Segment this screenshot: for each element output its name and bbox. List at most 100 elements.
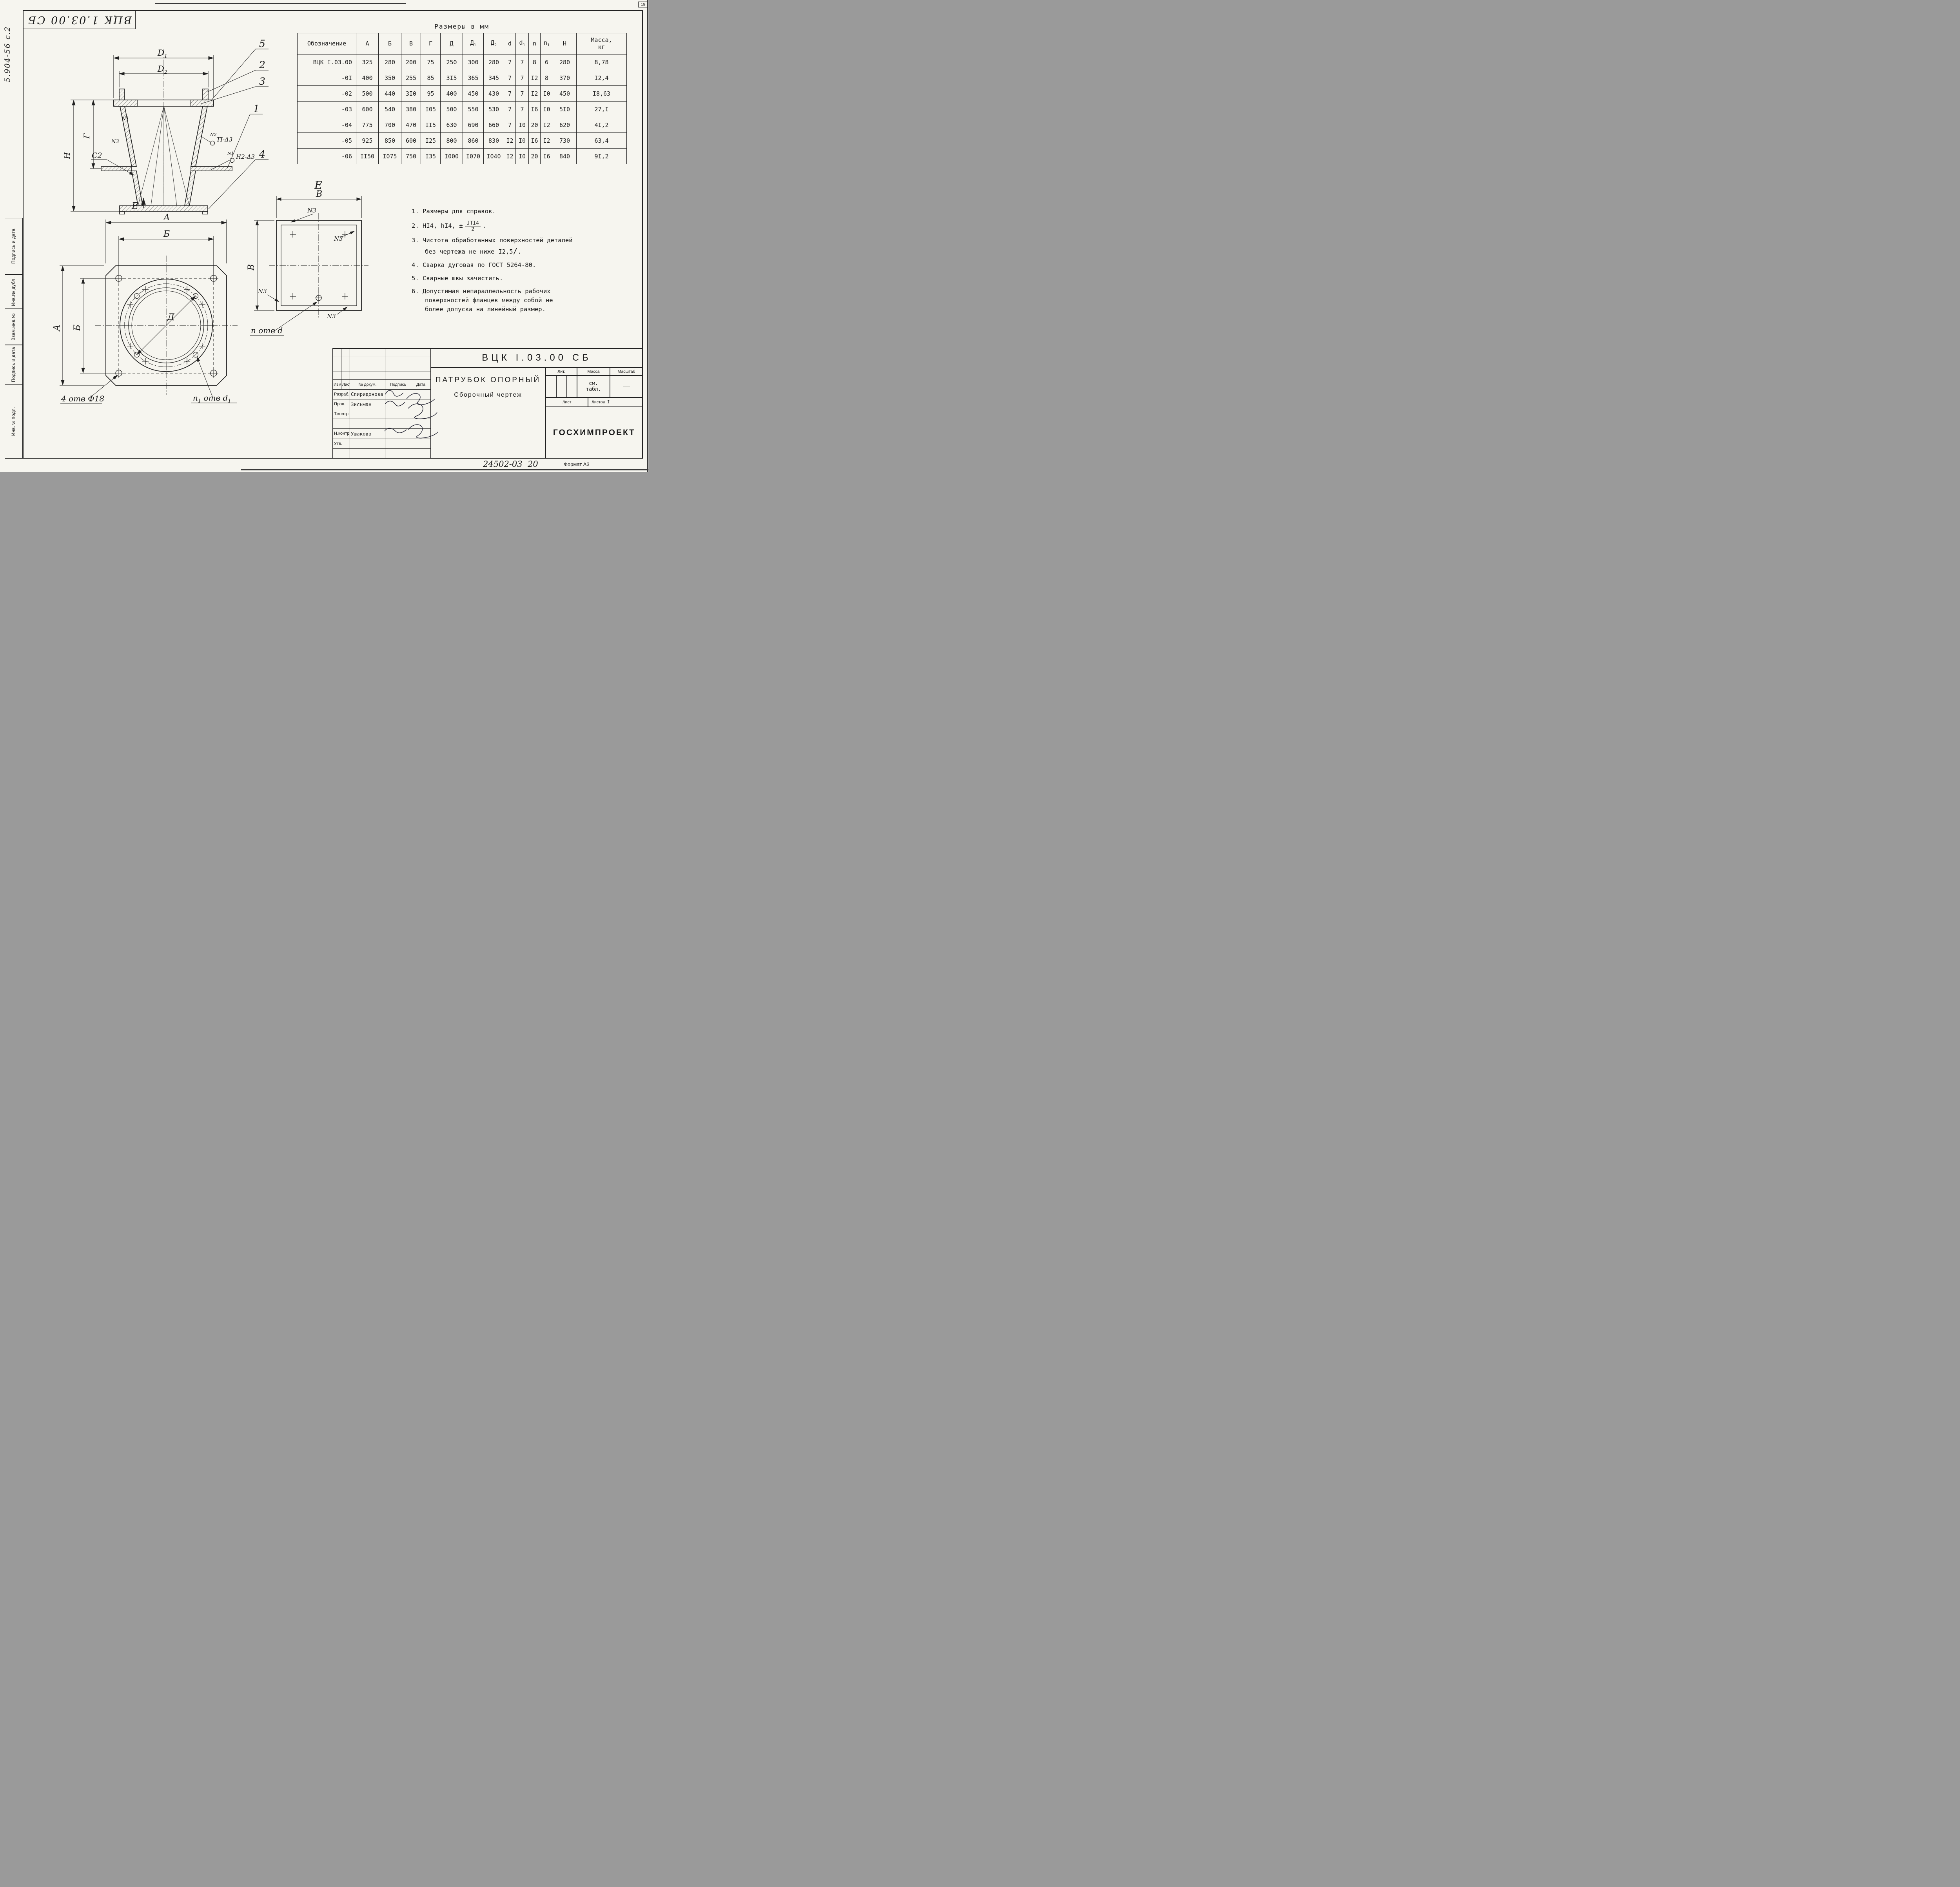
dims-col-header: d [504, 33, 516, 54]
value-cell: II5 [421, 117, 441, 133]
document-type: Сборочный чертеж [454, 392, 522, 398]
value-cell: I0 [515, 132, 529, 149]
value-cell: 620 [553, 117, 577, 133]
dim-h [71, 100, 120, 212]
weld-leader-c2 [91, 159, 134, 176]
value-cell: I25 [421, 132, 441, 149]
cone-fold-lines [138, 106, 190, 206]
value-cell: 550 [463, 101, 484, 117]
value-cell: 200 [401, 54, 421, 70]
note-1: 1. Размеры для справок. [412, 208, 496, 215]
signature-date-2 [408, 403, 437, 419]
value-cell: 8 [540, 70, 553, 86]
value-cell: I2 [504, 132, 516, 149]
bolt-square-dashed [118, 278, 214, 374]
dims-col-header: n1 [540, 33, 553, 54]
revision-cell [341, 363, 350, 372]
note-3: 3. Чистота обработанных поверхностей дет… [412, 237, 573, 256]
organization-name: ГОСХИМПРОЕКТ [546, 407, 643, 459]
dims-col-header: Д [440, 33, 463, 54]
weld-label-t1: ТI-Δ3 [216, 136, 232, 143]
signature-date-3 [408, 424, 438, 439]
value-cell: 400 [356, 70, 379, 86]
dim-label-b-top: Б [163, 229, 170, 239]
lit-box-1 [546, 376, 556, 397]
dim-b-left [80, 278, 117, 374]
designation-cell: -05 [297, 132, 356, 149]
dims-col-header: Г [421, 33, 441, 54]
scan-artifact-bottom [241, 469, 648, 470]
value-cell: 7 [504, 117, 516, 133]
value-cell: II50 [356, 148, 379, 164]
stamp-role-cell: Т.контр. [332, 409, 350, 419]
callout-1: 1 [253, 103, 260, 114]
revision-cell [411, 371, 431, 380]
stamp-date-cell [411, 438, 431, 449]
corner-ref-text: ВЦК 1.03.00 СБ [27, 14, 132, 26]
bore-circle-inner [131, 290, 201, 360]
designation-cell: -0I [297, 70, 356, 86]
value-cell: 7 [515, 85, 529, 102]
value-cell: 7 [504, 85, 516, 102]
dims-col-header: В [401, 33, 421, 54]
value-cell: 840 [553, 148, 577, 164]
designation-cell: -03 [297, 101, 356, 117]
stamp-header-cell: Изм [332, 379, 341, 390]
value-cell: 430 [483, 85, 504, 102]
dim-g [71, 100, 114, 169]
value-cell: I35 [421, 148, 441, 164]
value-cell: 500 [356, 85, 379, 102]
dim-label-b-left-e: В [247, 264, 256, 271]
value-cell: 3I0 [401, 85, 421, 102]
bolt-holes-leader [196, 356, 213, 397]
value-cell: 255 [401, 70, 421, 86]
stamp-sig-row: Разраб.Спиридонова [332, 389, 431, 399]
value-cell: 630 [440, 117, 463, 133]
value-cell: 7 [504, 54, 516, 70]
value-cell: 280 [483, 54, 504, 70]
dim-b-left-e [254, 220, 274, 311]
flange-outline [105, 265, 227, 386]
value-cell: 27,I [576, 101, 627, 117]
value-cell: 470 [401, 117, 421, 133]
revision-cell [332, 356, 341, 364]
sheet-label: Лист [546, 397, 588, 407]
revision-cell [350, 363, 385, 372]
value-cell: I8,63 [576, 85, 627, 102]
stamp-header-cell: № докум. [350, 379, 385, 390]
value-cell: 7 [515, 101, 529, 117]
value-cell: 775 [356, 117, 379, 133]
value-cell: 750 [401, 148, 421, 164]
value-cell: 20 [528, 117, 541, 133]
mass-value: см.табл. [577, 376, 610, 397]
callout-4: 4 [259, 149, 265, 160]
value-cell: 280 [378, 54, 401, 70]
value-cell: 75 [421, 54, 441, 70]
value-cell: 850 [378, 132, 401, 149]
value-cell: 860 [463, 132, 484, 149]
view-e-title: Е [314, 179, 322, 192]
value-cell: 7 [515, 54, 529, 70]
value-cell: 325 [356, 54, 379, 70]
value-cell: 85 [421, 70, 441, 86]
sidebar-box-inv-podl: Инв.№ подл. [5, 384, 23, 459]
weld-n3-a-leader [290, 214, 313, 223]
value-cell: 730 [553, 132, 577, 149]
dims-col-header: d1 [515, 33, 529, 54]
stamp-name-cell: Зисьман [350, 399, 385, 410]
dim-d-line [136, 296, 196, 355]
dim-b-top [118, 236, 214, 276]
value-cell: I2 [528, 70, 541, 86]
value-cell: 5I0 [553, 101, 577, 117]
product-title: ПАТРУБОК ОПОРНЫЙ [435, 376, 541, 384]
value-cell: 345 [483, 70, 504, 86]
designation-cell: -06 [297, 148, 356, 164]
footer-code: 24502-03 [483, 459, 523, 469]
weld-label-n2: N2 [210, 132, 217, 137]
revision-row [332, 363, 431, 372]
sidebar-box-podpis-data-2: Подпись и дата [5, 345, 23, 384]
weld-leader-t1 [200, 136, 211, 143]
value-cell: 600 [401, 132, 421, 149]
